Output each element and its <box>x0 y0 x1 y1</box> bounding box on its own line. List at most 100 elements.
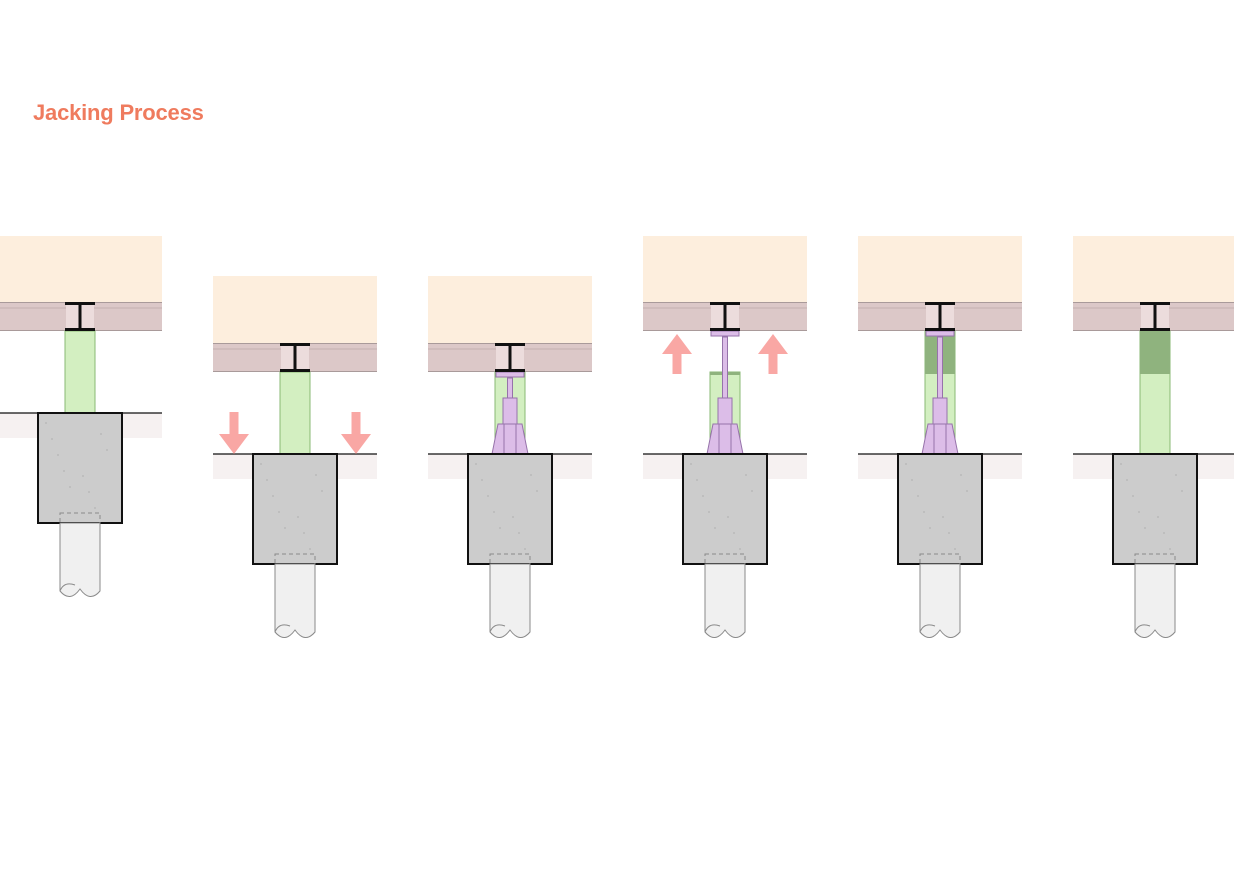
step-4-jacked-up <box>643 236 807 638</box>
concrete-speckle <box>1120 463 1122 465</box>
concrete-speckle <box>524 548 526 550</box>
concrete-speckle <box>751 490 753 492</box>
jack-ram <box>722 336 728 399</box>
pile <box>704 563 746 638</box>
beam-web <box>293 346 297 369</box>
down-arrow-icon <box>219 412 249 454</box>
concrete-speckle <box>51 438 53 440</box>
concrete-speckle <box>745 474 747 476</box>
beam-web <box>938 305 942 328</box>
concrete-speckle <box>1144 527 1146 529</box>
concrete-speckle <box>297 516 299 518</box>
concrete-speckle <box>487 495 489 497</box>
floor-slab <box>428 276 592 343</box>
jack-cylinder <box>717 397 733 425</box>
concrete-speckle <box>948 532 950 534</box>
concrete-speckle <box>1132 495 1134 497</box>
step-1-original <box>0 236 162 597</box>
concrete-speckle <box>493 511 495 513</box>
concrete-speckle <box>708 511 710 513</box>
jack-base <box>706 423 744 455</box>
beam-bottom-flange <box>1140 328 1170 331</box>
pile-break <box>274 624 291 633</box>
step-2-settled <box>213 276 377 638</box>
concrete-speckle <box>942 516 944 518</box>
concrete-speckle <box>714 527 716 529</box>
beam-top-flange <box>1140 302 1170 305</box>
concrete-speckle <box>499 527 501 529</box>
concrete-speckle <box>733 532 735 534</box>
pile-break <box>489 624 506 633</box>
jack-cylinder <box>932 397 948 425</box>
pile <box>59 522 101 597</box>
beam-bottom-flange <box>280 369 310 372</box>
concrete-speckle <box>905 463 907 465</box>
concrete-speckle <box>88 491 90 493</box>
concrete-speckle <box>1169 548 1171 550</box>
concrete-speckle <box>57 454 59 456</box>
pile-cap <box>467 453 553 565</box>
pile <box>919 563 961 638</box>
concrete-speckle <box>727 516 729 518</box>
pile-break <box>704 624 721 633</box>
timber-post <box>279 371 311 455</box>
jack-base <box>491 423 529 455</box>
pile <box>1134 563 1176 638</box>
beam-web <box>508 346 512 369</box>
up-arrow-icon <box>662 334 692 374</box>
concrete-speckle <box>315 474 317 476</box>
jack-head-plate <box>710 330 740 337</box>
concrete-speckle <box>481 479 483 481</box>
pile <box>489 563 531 638</box>
up-arrow-icon <box>758 334 788 374</box>
pile-cap <box>1112 453 1198 565</box>
concrete-speckle <box>1163 532 1165 534</box>
concrete-speckle <box>518 532 520 534</box>
beam-web <box>1153 305 1157 328</box>
pile-cap <box>252 453 338 565</box>
beam-bottom-flange <box>710 328 740 331</box>
concrete-speckle <box>69 486 71 488</box>
concrete-speckle <box>960 474 962 476</box>
concrete-speckle <box>696 479 698 481</box>
concrete-speckle <box>966 490 968 492</box>
floor-slab <box>0 236 162 302</box>
beam-bottom-flange <box>925 328 955 331</box>
beam-web <box>723 305 727 328</box>
concrete-speckle <box>536 490 538 492</box>
concrete-speckle <box>739 548 741 550</box>
concrete-speckle <box>923 511 925 513</box>
concrete-speckle <box>278 511 280 513</box>
concrete-speckle <box>530 474 532 476</box>
step-5-shim-added <box>858 236 1022 638</box>
concrete-speckle <box>284 527 286 529</box>
concrete-speckle <box>954 548 956 550</box>
page-title: Jacking Process <box>33 100 204 125</box>
concrete-speckle <box>929 527 931 529</box>
concrete-speckle <box>1181 490 1183 492</box>
concrete-speckle <box>303 532 305 534</box>
concrete-speckle <box>94 507 96 509</box>
concrete-speckle <box>917 495 919 497</box>
concrete-speckle <box>512 516 514 518</box>
beam-top-flange <box>925 302 955 305</box>
pile-break <box>919 624 936 633</box>
concrete-speckle <box>272 495 274 497</box>
beam-top-flange <box>65 302 95 305</box>
timber-post <box>64 330 96 414</box>
beam-top-flange <box>280 343 310 346</box>
concrete-speckle <box>1138 511 1140 513</box>
jack-cylinder <box>502 397 518 425</box>
pile-break <box>59 583 76 592</box>
beam-top-flange <box>495 343 525 346</box>
jack-head-plate <box>925 330 955 337</box>
jack-head-plate <box>495 371 525 378</box>
down-arrow-icon <box>341 412 371 454</box>
concrete-speckle <box>1157 516 1159 518</box>
step-3-jack-installed <box>428 276 592 638</box>
concrete-speckle <box>63 470 65 472</box>
pile-break <box>1134 624 1151 633</box>
concrete-speckle <box>1126 479 1128 481</box>
step-6-completed <box>1073 236 1234 638</box>
